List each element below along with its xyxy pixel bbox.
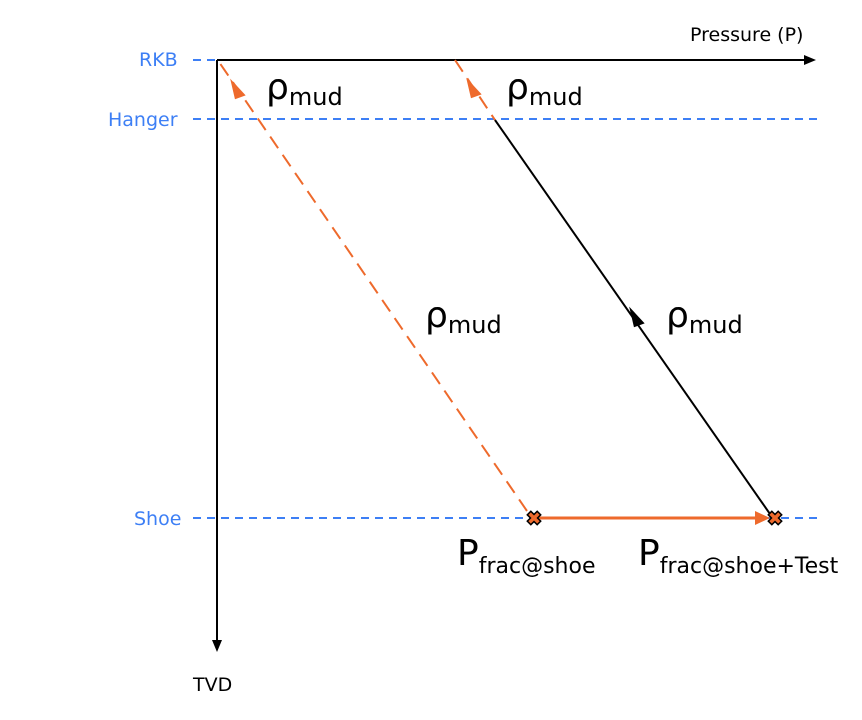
- test-gradient-arrow-black-icon: [629, 306, 645, 328]
- test-gradient-upper-line: [454, 59, 496, 121]
- rho-mud-label: ρmud: [266, 67, 343, 111]
- rkb-label: RKB: [139, 49, 178, 71]
- shoe-label: Shoe: [134, 508, 182, 530]
- hanger-label: Hanger: [108, 109, 178, 131]
- test-pressure-arrowhead-icon: [755, 511, 770, 525]
- frac-gradient-arrow-icon: [230, 78, 246, 100]
- p-frac-shoe-label: Pfrac@shoe: [457, 533, 596, 579]
- tvd-axis-label: TVD: [193, 674, 233, 696]
- pressure-axis-arrow-icon: [804, 55, 816, 65]
- p-frac-shoe-test-label: Pfrac@shoe+Test: [638, 533, 839, 579]
- tvd-axis-arrow-icon: [212, 640, 222, 652]
- rho-mud-label: ρmud: [425, 295, 502, 339]
- pressure-axis-label: Pressure (P): [690, 24, 804, 46]
- rho-mud-label: ρmud: [666, 295, 743, 339]
- frac-shoe-marker-icon: [526, 510, 542, 526]
- test-gradient-arrow-icon: [466, 77, 482, 99]
- frac-shoe-test-marker-icon: [767, 510, 783, 526]
- rho-mud-label: ρmud: [506, 67, 583, 111]
- frac-gradient-line: [218, 61, 528, 512]
